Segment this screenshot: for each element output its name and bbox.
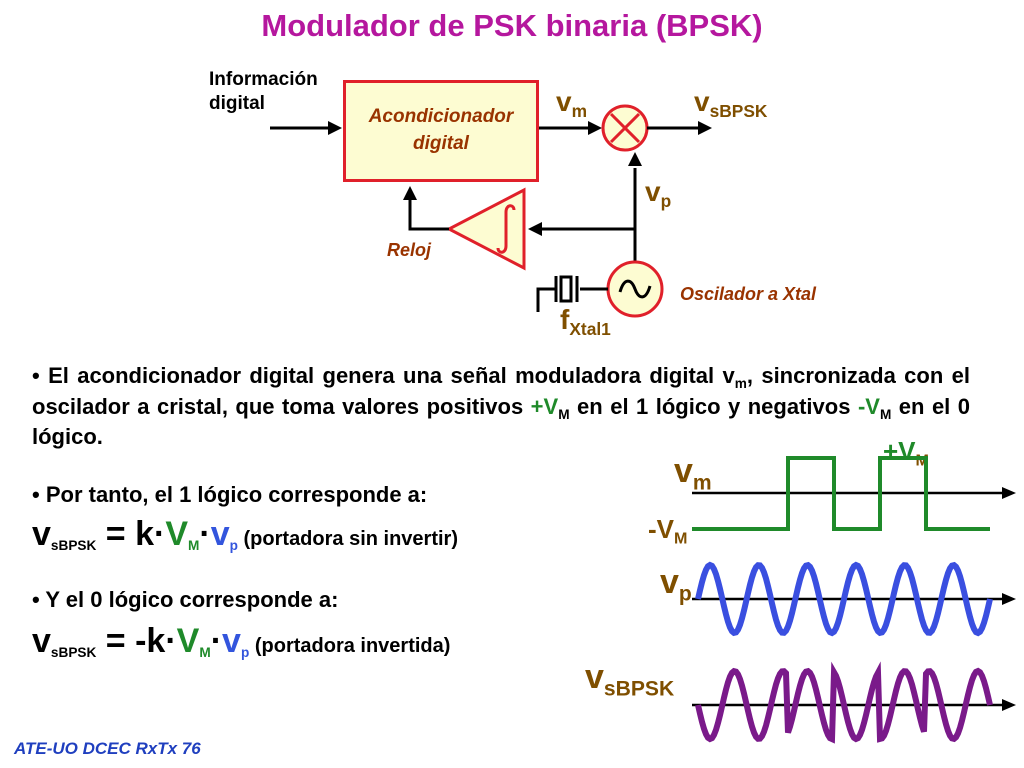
- clock-label: Reloj: [387, 240, 432, 260]
- conditioner-label-1: Acondicionador: [368, 106, 514, 128]
- page-title: Modulador de PSK binaria (BPSK): [261, 8, 763, 43]
- vsbpsk-label: vsBPSK: [694, 86, 768, 122]
- bullet-3: • Y el 0 lógico corresponde a:: [32, 587, 339, 612]
- wave-minus-vm-label: -VM: [648, 514, 688, 548]
- conditioner-block: Acondicionador digital: [343, 80, 539, 182]
- wave-vp-label: vp: [660, 563, 692, 606]
- bpsk-signal: [695, 661, 993, 744]
- wave-vsbpsk-label: vsBPSK: [585, 658, 675, 701]
- equation-2: vsBPSK = -k·VM·vp (portadora invertida): [32, 622, 451, 660]
- bullet-1: • El acondicionador digital genera una s…: [32, 363, 971, 450]
- conditioner-label-2: digital: [413, 133, 469, 154]
- input-label-line2: digital: [209, 92, 265, 114]
- footer-label: ATE-UO DCEC RxTx 76: [14, 739, 201, 758]
- input-label: Información digital: [209, 68, 318, 116]
- carrier-signal: [695, 561, 993, 637]
- oscillator-label: Oscilador a Xtal: [680, 284, 817, 304]
- bullet-2: • Por tanto, el 1 lógico corresponde a:: [32, 482, 428, 507]
- digital-modulating-signal: [692, 456, 990, 531]
- input-label-line1: Información: [209, 69, 318, 90]
- vm-label: vm: [556, 86, 588, 122]
- equation-1: vsBPSK = k·VM·vp (portadora sin invertir…: [32, 515, 458, 553]
- fxtal-label: fXtal1: [560, 304, 611, 340]
- crystal-icon: [536, 287, 556, 312]
- wave-vm-label: vm: [674, 452, 712, 495]
- vp-label: vp: [645, 176, 672, 212]
